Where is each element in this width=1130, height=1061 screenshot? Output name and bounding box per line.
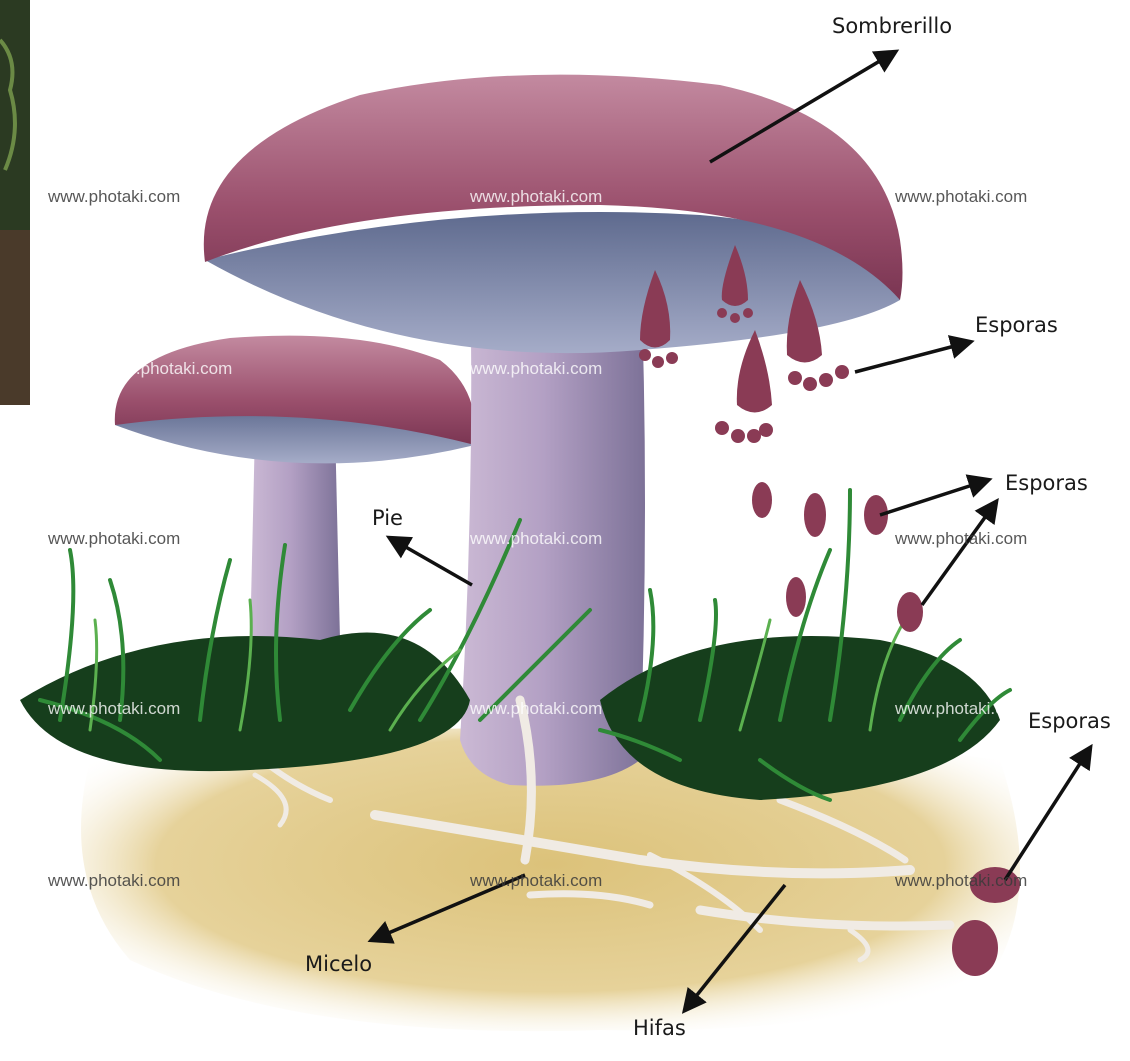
watermark: www.photaki.com: [48, 530, 180, 547]
watermark: www.photaki.com: [470, 188, 602, 205]
arrow-esporas-1: [855, 342, 970, 372]
watermark: www.photaki.com: [470, 872, 602, 889]
background-photo-strip: [0, 0, 30, 405]
watermark: www.photaki.com: [48, 188, 180, 205]
label-esporas-3: Esporas: [1028, 711, 1111, 732]
arrow-pie: [390, 538, 472, 585]
label-pie: Pie: [372, 508, 403, 529]
arrow-esporas-2b: [922, 502, 996, 605]
watermark: www.photaki.com: [895, 700, 1027, 717]
label-sombrerillo: Sombrerillo: [832, 16, 952, 37]
watermark: www.photaki.com: [470, 1042, 602, 1059]
label-micelo: Micelo: [305, 954, 372, 975]
watermark: www.photaki.com: [470, 530, 602, 547]
arrow-esporas-3: [1005, 748, 1090, 880]
label-esporas-1: Esporas: [975, 315, 1058, 336]
small-mushroom: [115, 336, 476, 645]
watermark: www.photaki.com: [470, 700, 602, 717]
watermark: www.photaki.com: [48, 700, 180, 717]
watermark: www.photaki.com: [895, 188, 1027, 205]
arrow-esporas-2a: [880, 480, 988, 515]
watermark: www.photaki.com: [470, 360, 602, 377]
watermark: www.photaki.com: [100, 360, 232, 377]
label-esporas-2: Esporas: [1005, 473, 1088, 494]
watermark: www.photaki.com: [48, 872, 180, 889]
watermark: www.photaki.com: [895, 872, 1027, 889]
watermark: www.photaki.com: [895, 530, 1027, 547]
label-hifas: Hifas: [633, 1018, 686, 1039]
